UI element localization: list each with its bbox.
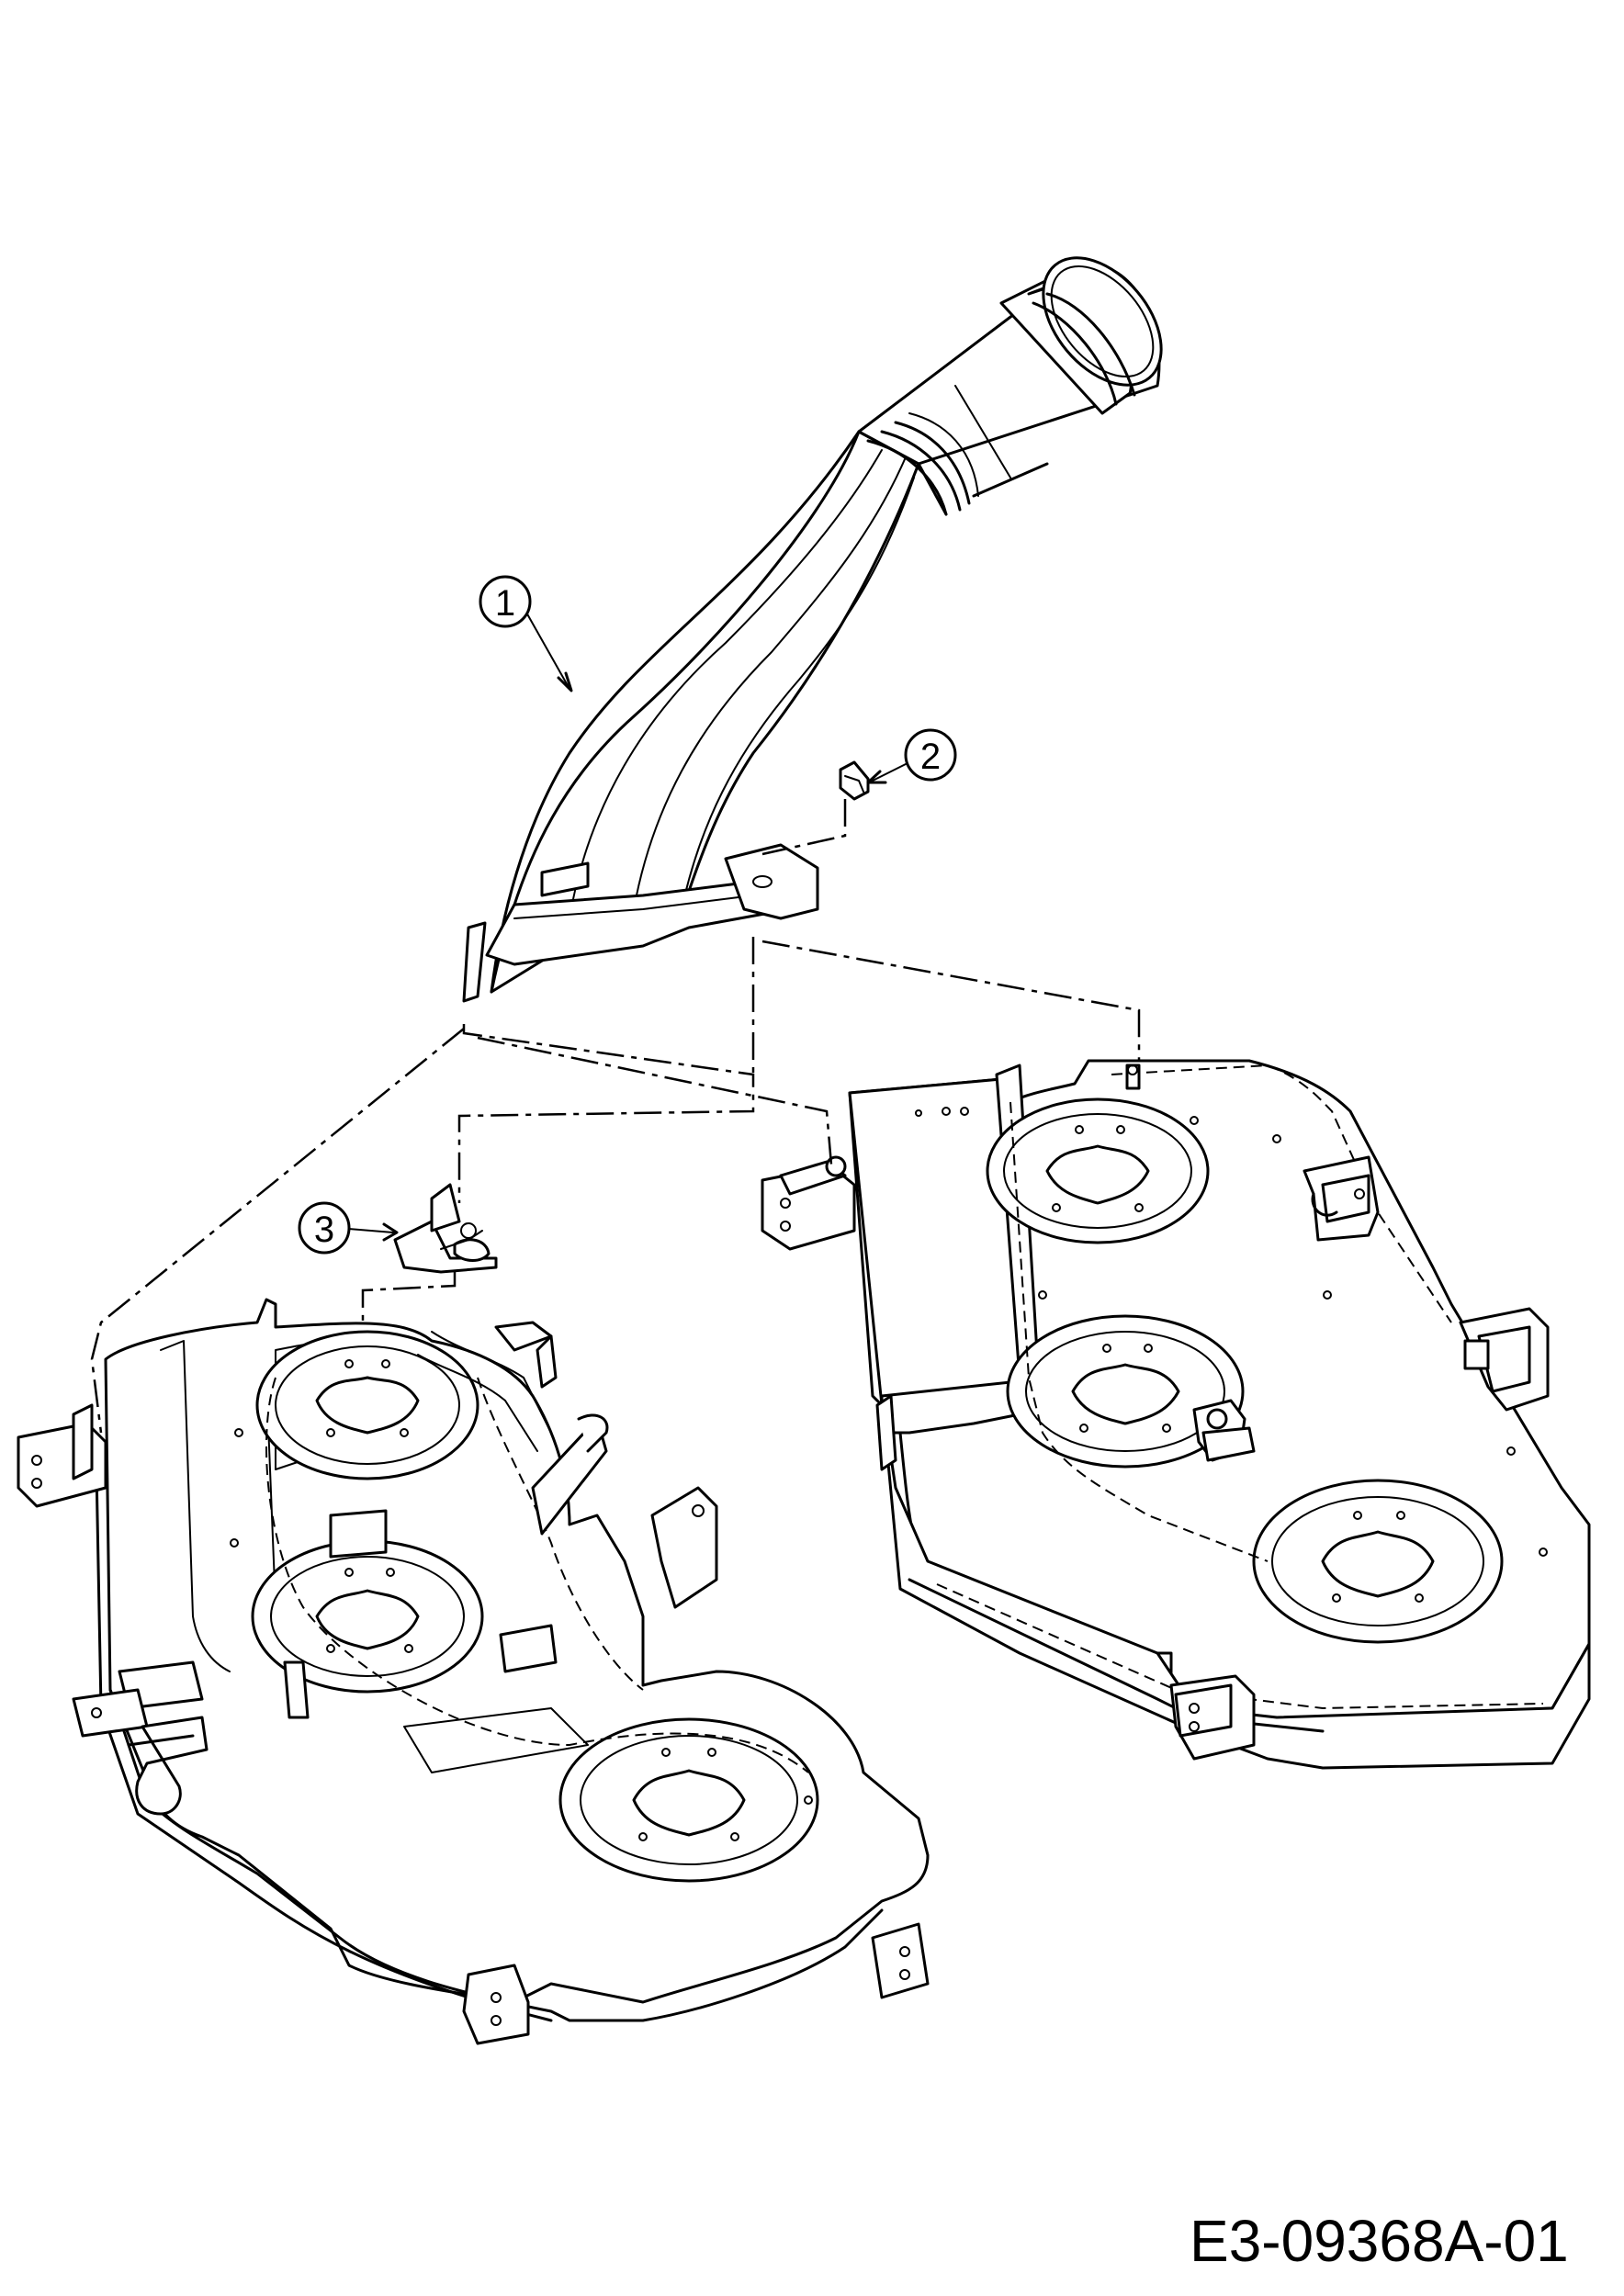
callout-3-label: 3 xyxy=(314,1210,334,1250)
bracket xyxy=(393,1183,498,1274)
callout-3: 3 xyxy=(298,1201,399,1255)
drawing-code: E3-09368A-01 xyxy=(1190,2208,1569,2274)
callout-2-label: 2 xyxy=(920,737,941,777)
discharge-chute xyxy=(462,256,1163,1003)
knob xyxy=(839,760,870,801)
callout-2: 2 xyxy=(866,728,957,784)
callout-1-label: 1 xyxy=(495,583,515,624)
right-mower-deck xyxy=(761,1059,1591,1770)
assembly-lines xyxy=(90,799,1141,1434)
callout-1: 1 xyxy=(479,575,573,692)
left-mower-deck xyxy=(17,1298,930,2045)
